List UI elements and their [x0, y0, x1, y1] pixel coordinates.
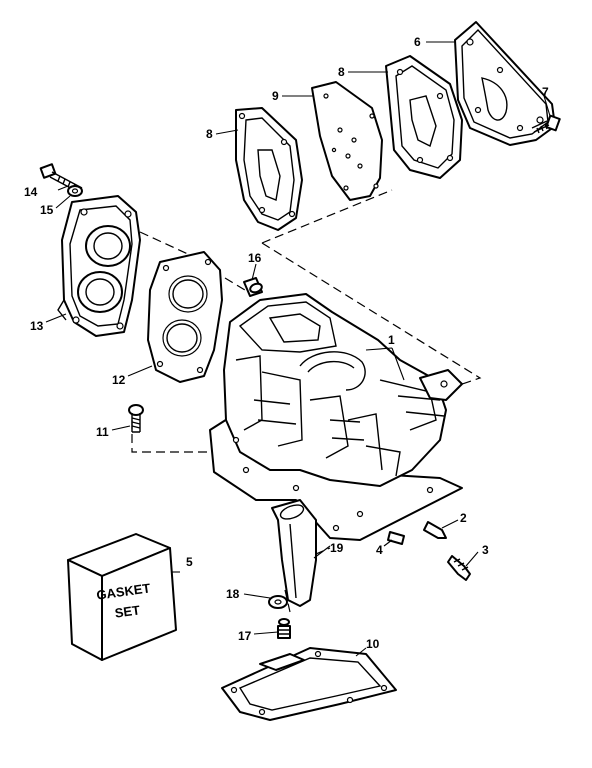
- callout-18: 18: [226, 587, 240, 601]
- callout-labels: 6 8 9 8 7 14 15 13 16 1 12 11 2 4 3 5 19…: [24, 35, 549, 651]
- callout-19: 19: [330, 541, 344, 555]
- part-7-bolt: [531, 114, 561, 134]
- callout-10: 10: [366, 637, 380, 651]
- callout-17: 17: [238, 629, 252, 643]
- callout-5: 5: [186, 555, 193, 569]
- callout-12: 12: [112, 373, 126, 387]
- part-1-cylinder-block: [209, 293, 463, 541]
- callout-9: 9: [272, 89, 279, 103]
- part-16-dowel: [243, 277, 263, 297]
- callout-14: 14: [24, 185, 38, 199]
- callout-11: 11: [96, 425, 109, 439]
- callout-1: 1: [388, 333, 395, 347]
- part-8-plate-left: [235, 107, 303, 231]
- callout-7: 7: [542, 85, 549, 99]
- part-6-end-cover: [454, 21, 556, 146]
- part-14-bolt: [39, 163, 83, 194]
- part-19-exhaust-tube: [271, 499, 317, 607]
- part-15-washer: [67, 185, 83, 197]
- callout-13: 13: [30, 319, 44, 333]
- part-13-cylinder-head: [57, 195, 141, 337]
- gasket-set-label-line2: SET: [114, 602, 141, 620]
- part-18-washer: [268, 595, 288, 609]
- callout-2: 2: [460, 511, 467, 525]
- callout-8-right: 8: [338, 65, 345, 79]
- part-11-bolt: [128, 404, 144, 433]
- part-12-head-gasket: [147, 251, 223, 383]
- part-4-pin: [387, 531, 405, 545]
- callout-3: 3: [482, 543, 489, 557]
- part-5-gasket-set-box: GASKET SET: [67, 533, 177, 661]
- callout-15: 15: [40, 203, 54, 217]
- part-17-fitting: [277, 618, 291, 639]
- callout-8-left: 8: [206, 127, 213, 141]
- gasket-set-label-line1: GASKET: [96, 580, 152, 602]
- part-9-gasket: [311, 81, 383, 201]
- part-2-pin: [423, 521, 447, 539]
- callout-6: 6: [414, 35, 421, 49]
- part-10-bottom-gasket: [221, 647, 397, 721]
- part-8-plate-right: [385, 55, 463, 179]
- leader-lines: [45, 41, 551, 657]
- callout-4: 4: [376, 543, 383, 557]
- callout-16: 16: [248, 251, 262, 265]
- part-3-screw: [447, 555, 471, 581]
